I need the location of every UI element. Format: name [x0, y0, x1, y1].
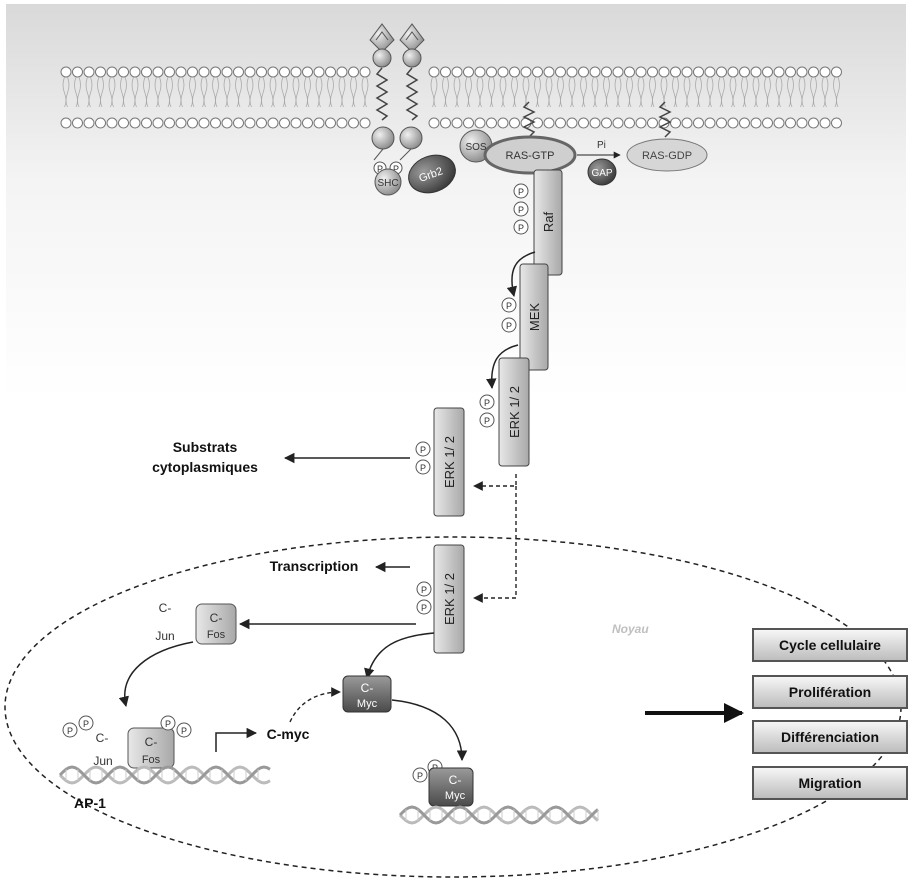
phospho-label: P — [420, 445, 426, 455]
shc-node — [374, 168, 402, 196]
c-myc-dna-complex: P P C- Myc — [412, 759, 474, 807]
outcome-differentiation: Différenciation — [752, 720, 908, 754]
mek-to-erk-arrow — [486, 344, 519, 390]
erk-label: ERK 1/ 2 — [442, 573, 457, 625]
cmyc-to-dna-arrow — [391, 699, 468, 762]
dna-helix-ap1 — [58, 765, 271, 785]
c-fos-box — [195, 603, 237, 645]
outcome-label: Cycle cellulaire — [779, 637, 881, 653]
erk-label: ERK 1/ 2 — [442, 436, 457, 488]
ras-gdp: RAS-GDP — [626, 101, 708, 172]
erk-label: ERK 1/ 2 — [507, 386, 522, 438]
phospho-label: P — [67, 726, 73, 736]
mek-phosphates: P P — [501, 297, 517, 333]
sos-label: SOS — [465, 142, 486, 153]
raf-kinase: Raf — [533, 169, 563, 276]
grb2-node — [408, 154, 456, 194]
raf-phosphates: P P P — [513, 183, 529, 235]
erk-kinase-nucleus: ERK 1/ 2 — [433, 544, 465, 654]
outcome-label: Prolifération — [788, 684, 872, 700]
c-myc-bottom: Myc — [357, 698, 378, 710]
pi-label: Pi — [597, 140, 606, 151]
outcome-migration: Migration — [752, 766, 908, 800]
transcription-label: Transcription — [270, 558, 359, 574]
c-fos-bottom: Fos — [207, 629, 226, 641]
phospho-label: P — [506, 301, 512, 311]
ap1-to-cmyc-gene-arrow — [215, 727, 258, 752]
outcome-label: Différenciation — [780, 729, 879, 745]
erk-kinase-membrane: ERK 1/ 2 — [498, 357, 530, 467]
c-jun-bottom: Jun — [93, 754, 112, 768]
outcome-cycle: Cycle cellulaire — [752, 628, 908, 662]
shc-complex: P P SHC Grb2 SOS — [373, 129, 493, 196]
c-myc-top: C- — [361, 681, 374, 695]
c-jun-top: C- — [96, 731, 109, 745]
phospho-label: P — [506, 321, 512, 331]
c-myc-top: C- — [449, 773, 462, 787]
c-fos-top: C- — [145, 735, 158, 749]
c-fos-top: C- — [210, 611, 223, 625]
cmyc-gene-to-protein-arrow — [289, 687, 341, 723]
cell-membrane — [60, 66, 842, 129]
phospho-label: P — [518, 223, 524, 233]
phospho-label: P — [421, 585, 427, 595]
dna-helix-myc — [398, 805, 599, 825]
c-jun-bottom: Jun — [155, 629, 174, 643]
gap: GAP — [587, 158, 617, 186]
erk-nuc-phosphates: P P — [416, 581, 432, 615]
phospho-label: P — [181, 726, 187, 736]
outcome-label: Migration — [798, 775, 862, 791]
phospho-label: P — [421, 603, 427, 613]
c-fos-bottom: Fos — [142, 754, 161, 766]
substrates-label-2: cytoplasmiques — [152, 459, 258, 475]
shc-label: SHC — [377, 178, 398, 189]
ap1-complex: P P C- Jun C- Fos P P — [62, 715, 192, 769]
erk-to-cmyc-arrow — [364, 632, 435, 680]
c-jun-top: C- — [159, 601, 172, 615]
phospho-label: P — [417, 771, 423, 781]
c-myc-gene-label: C-myc — [267, 726, 310, 742]
phospho-label: P — [484, 398, 490, 408]
to-ap1-arrow — [118, 641, 194, 708]
nucleus-label: Noyau — [612, 622, 649, 636]
substrates-label-1: Substrats — [173, 439, 238, 455]
phospho-label: P — [165, 719, 171, 729]
erk-to-cyto-dashed-arrow — [473, 474, 517, 491]
mek-label: MEK — [527, 303, 542, 332]
erk-phosphates: P P — [479, 394, 495, 428]
phospho-label: P — [377, 164, 383, 174]
erk-cyto-phosphates: P P — [415, 441, 431, 475]
receptor — [369, 23, 425, 150]
erk-kinase-cytoplasm: ERK 1/ 2 — [433, 407, 465, 517]
cytoplasm-background — [6, 4, 906, 399]
c-myc-bottom: Myc — [445, 790, 466, 802]
ras-gdp-label: RAS-GDP — [642, 150, 692, 162]
phospho-label: P — [393, 164, 399, 174]
phospho-label: P — [420, 463, 426, 473]
ap1-label: AP-1 — [74, 795, 106, 811]
raf-to-mek-arrow — [506, 251, 536, 298]
mek-kinase: MEK — [519, 263, 549, 371]
gap-label: GAP — [591, 168, 612, 179]
erk-to-nucleus-dashed-arrow — [473, 486, 517, 603]
phospho-label: P — [484, 416, 490, 426]
phospho-label: P — [518, 187, 524, 197]
outcome-proliferation: Prolifération — [752, 675, 908, 709]
ras-gtp: RAS-GTP — [483, 101, 577, 175]
raf-label: Raf — [541, 211, 556, 232]
phospho-label: P — [518, 205, 524, 215]
ras-gtp-label: RAS-GTP — [506, 150, 555, 162]
c-myc-protein: C- Myc — [342, 675, 392, 713]
phospho-label: P — [83, 719, 89, 729]
